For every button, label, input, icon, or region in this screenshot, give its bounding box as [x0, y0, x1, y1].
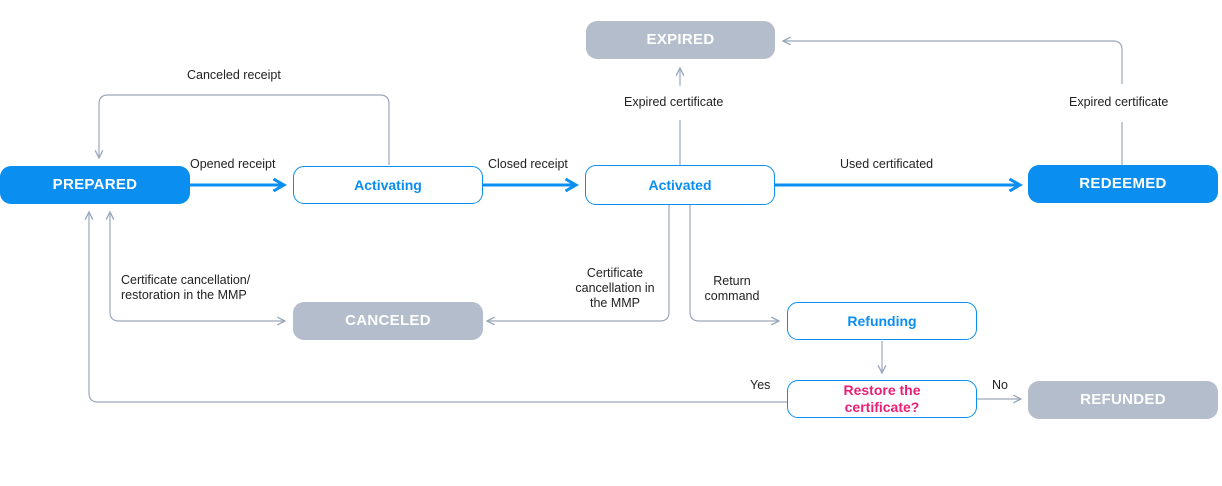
state-canceled: CANCELED — [293, 302, 483, 340]
label-yes: Yes — [750, 378, 771, 392]
flow-activated-to-canceled — [487, 205, 670, 321]
label-canceled-receipt: Canceled receipt — [187, 68, 281, 82]
state-prepared: PREPARED — [0, 166, 190, 204]
flow-question-yes-to-prepared — [89, 212, 787, 403]
flow-activated-to-refunding — [689, 205, 779, 321]
state-refunding: Refunding — [787, 302, 977, 340]
state-refunded: REFUNDED — [1028, 381, 1218, 419]
label-cancel-restore-mmp: Certificate cancellation/ restoration in… — [121, 273, 251, 302]
flow-prepared-to-canceled — [110, 212, 285, 321]
label-used-certificated: Used certificated — [840, 157, 934, 171]
decision-restore-certificate: Restore the certificate? — [787, 380, 977, 418]
label-return-command: Return command — [704, 274, 760, 303]
state-activating: Activating — [293, 166, 483, 204]
label-cancel-mmp: Certificate cancellation in the MMP — [575, 266, 655, 310]
state-redeemed: REDEEMED — [1028, 165, 1218, 203]
state-activated: Activated — [585, 165, 775, 205]
label-expired-certificate-right: Expired certificate — [1069, 95, 1169, 109]
flow-redeemed-to-expired-top — [783, 41, 1123, 84]
label-closed-receipt: Closed receipt — [488, 157, 568, 171]
label-no: No — [992, 378, 1008, 392]
state-expired: EXPIRED — [586, 21, 775, 59]
flow-activating-to-prepared-canceled — [99, 94, 390, 165]
label-opened-receipt: Opened receipt — [190, 157, 276, 171]
label-expired-certificate-left: Expired certificate — [624, 95, 724, 109]
